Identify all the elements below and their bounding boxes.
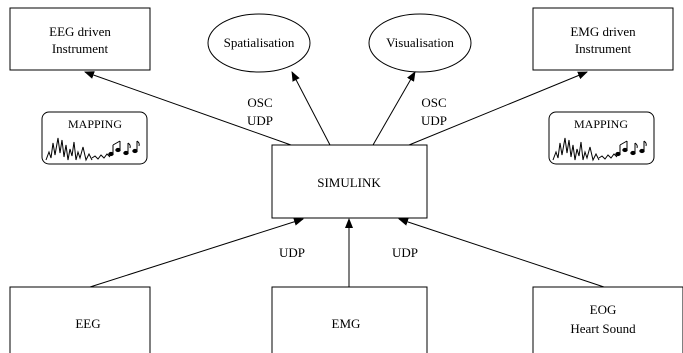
edge-label-osc-right: OSC bbox=[421, 95, 446, 110]
spatialisation-node: Spatialisation bbox=[207, 13, 311, 73]
eeg-node: EEG bbox=[9, 286, 151, 353]
edge-label-osc-left: OSC bbox=[247, 95, 272, 110]
arrow-eeg-to-simulink bbox=[89, 217, 304, 288]
eog-heart-node: EOG Heart Sound bbox=[532, 286, 683, 353]
emg-node: EMG bbox=[271, 286, 428, 353]
emg-instrument-node: EMG driven Instrument bbox=[532, 7, 674, 71]
simulink-label: SIMULINK bbox=[317, 175, 381, 190]
spatialisation-label: Spatialisation bbox=[224, 35, 295, 50]
arrow-simulink-to-spatialisation bbox=[291, 71, 331, 146]
mapping-box-left: MAPPING bbox=[41, 111, 148, 165]
arrow-simulink-to-visualisation bbox=[372, 71, 416, 146]
eeg-instrument-node: EEG driven Instrument bbox=[9, 7, 151, 71]
eeg-instrument-label-line2: Instrument bbox=[52, 41, 109, 56]
edge-label-udp-bottom-right: UDP bbox=[392, 245, 418, 260]
emg-instrument-label-line1: EMG driven bbox=[570, 24, 636, 39]
eeg-label: EEG bbox=[75, 316, 100, 331]
emg-label: EMG bbox=[332, 316, 361, 331]
eeg-instrument-label-line1: EEG driven bbox=[49, 24, 111, 39]
waveform-to-music-notes-icon bbox=[45, 137, 140, 162]
visualisation-label: Visualisation bbox=[386, 35, 454, 50]
edge-label-udp-left-top: UDP bbox=[247, 113, 273, 128]
heart-sound-label: Heart Sound bbox=[570, 321, 636, 336]
arrow-eog-heart-to-simulink bbox=[398, 218, 605, 288]
mapping-box-right: MAPPING bbox=[548, 111, 655, 165]
emg-instrument-label-line2: Instrument bbox=[575, 41, 632, 56]
edge-label-udp-bottom-left: UDP bbox=[279, 245, 305, 260]
arrow-simulink-to-emg-instrument bbox=[408, 71, 588, 146]
waveform-to-music-notes-icon bbox=[552, 137, 647, 162]
mapping-label-left: MAPPING bbox=[68, 117, 122, 131]
arrow-simulink-to-eeg-instrument bbox=[84, 71, 292, 146]
simulink-node: SIMULINK bbox=[271, 144, 428, 219]
visualisation-node: Visualisation bbox=[368, 13, 472, 73]
eog-label: EOG bbox=[590, 302, 617, 317]
edge-label-udp-right-top: UDP bbox=[421, 113, 447, 128]
mapping-label-right: MAPPING bbox=[574, 117, 628, 131]
